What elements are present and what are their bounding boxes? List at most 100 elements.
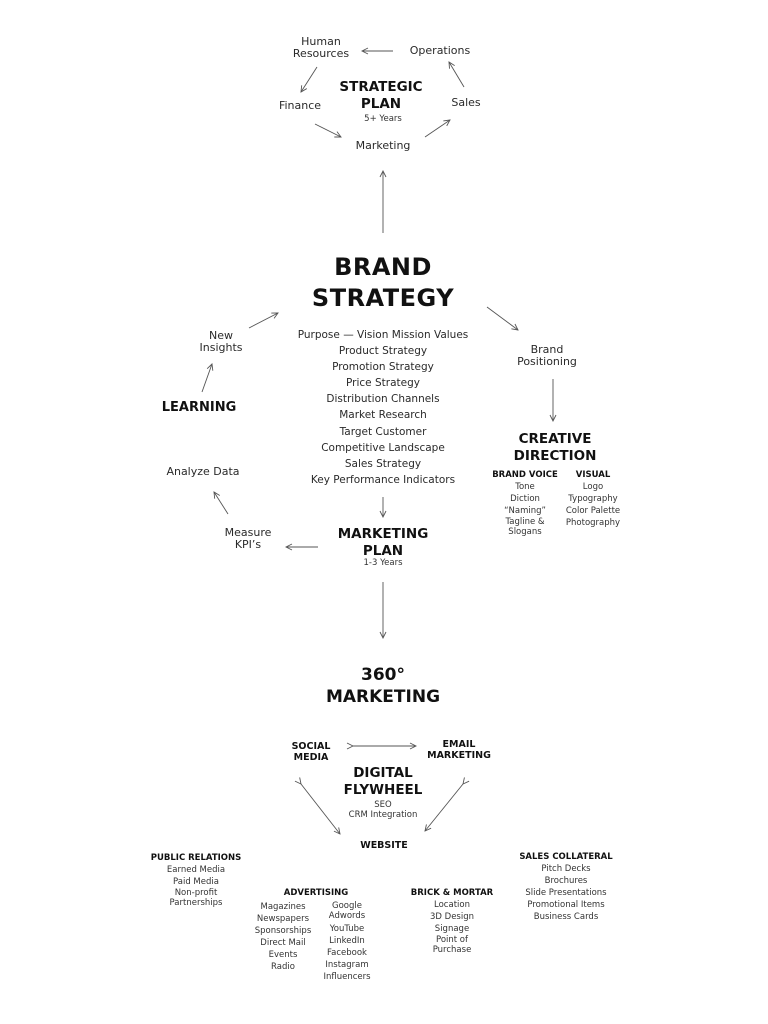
brick-mortar-item: Location	[434, 900, 470, 910]
brand-voice-item: Tagline &	[505, 517, 545, 527]
advertising-item: Magazines	[260, 902, 306, 912]
brand-strategy-item: Sales Strategy	[344, 457, 422, 470]
brand-positioning-line2: Positioning	[517, 355, 577, 368]
arrow-measure-to-analyze	[213, 491, 229, 515]
measure-line2: KPI’s	[234, 538, 262, 551]
arrow-marketing-to-sales	[424, 119, 451, 138]
brand-positioning-label: Brand Positioning	[517, 344, 577, 368]
brick-mortar-item: Signage	[434, 924, 470, 934]
digital-flywheel-title-line2: FLYWHEEL	[343, 782, 423, 798]
brand-strategy-item: Price Strategy	[346, 377, 420, 390]
marketing-360-title-line2: MARKETING	[325, 687, 441, 707]
advertising-heading: ADVERTISING	[283, 888, 349, 898]
brick-mortar-item: Purchase	[432, 945, 472, 955]
social-media-line1: SOCIAL	[291, 741, 331, 752]
brick-mortar-block: BRICK & MORTAR Location 3D Design Signag…	[411, 888, 493, 955]
brand-strategy-item: Market Research	[339, 409, 427, 422]
hr-label: Human Resources	[293, 36, 349, 60]
brand-strategy-title-line2: STRATEGY	[311, 284, 455, 312]
brand-strategy-title-line1: BRAND	[334, 253, 432, 281]
visual-block: VISUAL Logo Typography Color Palette Pho…	[566, 470, 620, 529]
advertising-item: Radio	[271, 962, 295, 972]
sales-collateral-item: Brochures	[544, 876, 588, 886]
advertising-item: Sponsorships	[254, 926, 312, 936]
public-relations-item: Paid Media	[173, 877, 219, 887]
advertising-item: Influencers	[323, 972, 371, 982]
brand-strategy-item: Purpose — Vision Mission Values	[297, 329, 469, 341]
sales-collateral-item: Business Cards	[533, 912, 599, 922]
measure-line1: Measure	[224, 526, 272, 539]
brand-positioning-line1: Brand	[530, 343, 564, 356]
brand-voice-item: Tone	[515, 482, 535, 492]
brand-strategy-item: Key Performance Indicators	[310, 473, 456, 486]
sales-collateral-item: Promotional Items	[527, 900, 605, 910]
brick-mortar-item: Point of	[435, 935, 468, 945]
public-relations-item: Partnerships	[169, 898, 223, 908]
strategic-plan-title-line1: STRATEGIC	[339, 79, 423, 95]
arrow-learning-to-insights	[201, 363, 214, 393]
sales-collateral-item: Pitch Decks	[541, 864, 591, 874]
digital-flywheel-item: SEO	[374, 800, 392, 810]
advertising-item: YouTube	[329, 924, 365, 934]
email-marketing-line1: EMAIL	[442, 739, 476, 750]
creative-direction-title-line1: CREATIVE	[518, 431, 592, 447]
strategic-plan-subtitle: 5+ Years	[364, 114, 402, 124]
advertising-item: LinkedIn	[329, 936, 365, 946]
advertising-item: Direct Mail	[260, 938, 306, 948]
arrow-social-website	[294, 777, 341, 835]
brand-voice-item: “Naming”	[504, 506, 546, 516]
digital-flywheel-title: DIGITAL FLYWHEEL	[344, 765, 423, 799]
arrow-finance-to-marketing	[314, 123, 342, 138]
website-label: WEBSITE	[360, 840, 408, 851]
public-relations-heading: PUBLIC RELATIONS	[150, 853, 242, 863]
analyze-data-label: Analyze Data	[166, 465, 240, 478]
email-marketing-line2: MARKETING	[427, 750, 491, 761]
visual-item: Color Palette	[565, 506, 621, 516]
brand-voice-block: BRAND VOICE Tone Diction “Naming” Taglin…	[492, 470, 558, 537]
brand-strategy-list: Purpose — Vision Mission Values Product …	[298, 327, 469, 488]
sales-collateral-block: SALES COLLATERAL Pitch Decks Brochures S…	[519, 852, 612, 923]
advertising-item: Events	[268, 950, 298, 960]
brand-strategy-item: Promotion Strategy	[332, 361, 434, 374]
arrow-email-website	[424, 777, 470, 832]
brick-mortar-item: 3D Design	[429, 912, 475, 922]
social-media-label: SOCIAL MEDIA	[292, 741, 331, 763]
marketing-plan-title-line2: PLAN	[362, 543, 404, 559]
sales-collateral-heading: SALES COLLATERAL	[519, 852, 613, 862]
social-media-line2: MEDIA	[293, 752, 329, 763]
public-relations-item: Earned Media	[166, 865, 226, 875]
brand-voice-item: Diction	[510, 494, 540, 504]
new-insights-line1: New	[208, 329, 233, 342]
visual-heading: VISUAL	[575, 470, 611, 480]
digital-flywheel-item: CRM Integration	[348, 810, 418, 820]
digital-flywheel-title-line1: DIGITAL	[353, 765, 413, 781]
new-insights-label: New Insights	[199, 330, 242, 354]
hr-line2: Resources	[292, 47, 350, 60]
arrow-brand-to-positioning	[486, 306, 519, 331]
sales-label: Sales	[451, 96, 481, 109]
sales-collateral-item: Slide Presentations	[525, 888, 607, 898]
advertising-item: Instagram	[325, 960, 369, 970]
brand-voice-item: Slogans	[508, 527, 542, 537]
brand-strategy-item: Competitive Landscape	[321, 441, 445, 454]
learning-label: LEARNING	[161, 400, 237, 415]
brick-mortar-heading: BRICK & MORTAR	[410, 888, 494, 898]
arrow-insights-to-brand	[248, 312, 279, 329]
marketing-360-title-line1: 360°	[361, 665, 405, 685]
marketing-plan-title: MARKETING PLAN	[338, 526, 429, 560]
strategic-plan-title: STRATEGIC PLAN	[339, 79, 422, 113]
creative-direction-title-line2: DIRECTION	[513, 448, 597, 464]
brand-voice-heading: BRAND VOICE	[492, 470, 558, 480]
finance-label: Finance	[278, 99, 322, 112]
marketing-plan-title-line1: MARKETING	[337, 526, 429, 542]
advertising-left-list: Magazines Newspapers Sponsorships Direct…	[255, 901, 312, 973]
hr-line1: Human	[301, 35, 341, 48]
brand-strategy-item: Target Customer	[339, 425, 427, 438]
measure-kpis-label: Measure KPI’s	[225, 527, 272, 551]
visual-item: Logo	[582, 482, 604, 492]
digital-flywheel-list: SEO CRM Integration	[349, 800, 418, 820]
new-insights-line2: Insights	[199, 341, 243, 354]
operations-label: Operations	[409, 44, 471, 57]
